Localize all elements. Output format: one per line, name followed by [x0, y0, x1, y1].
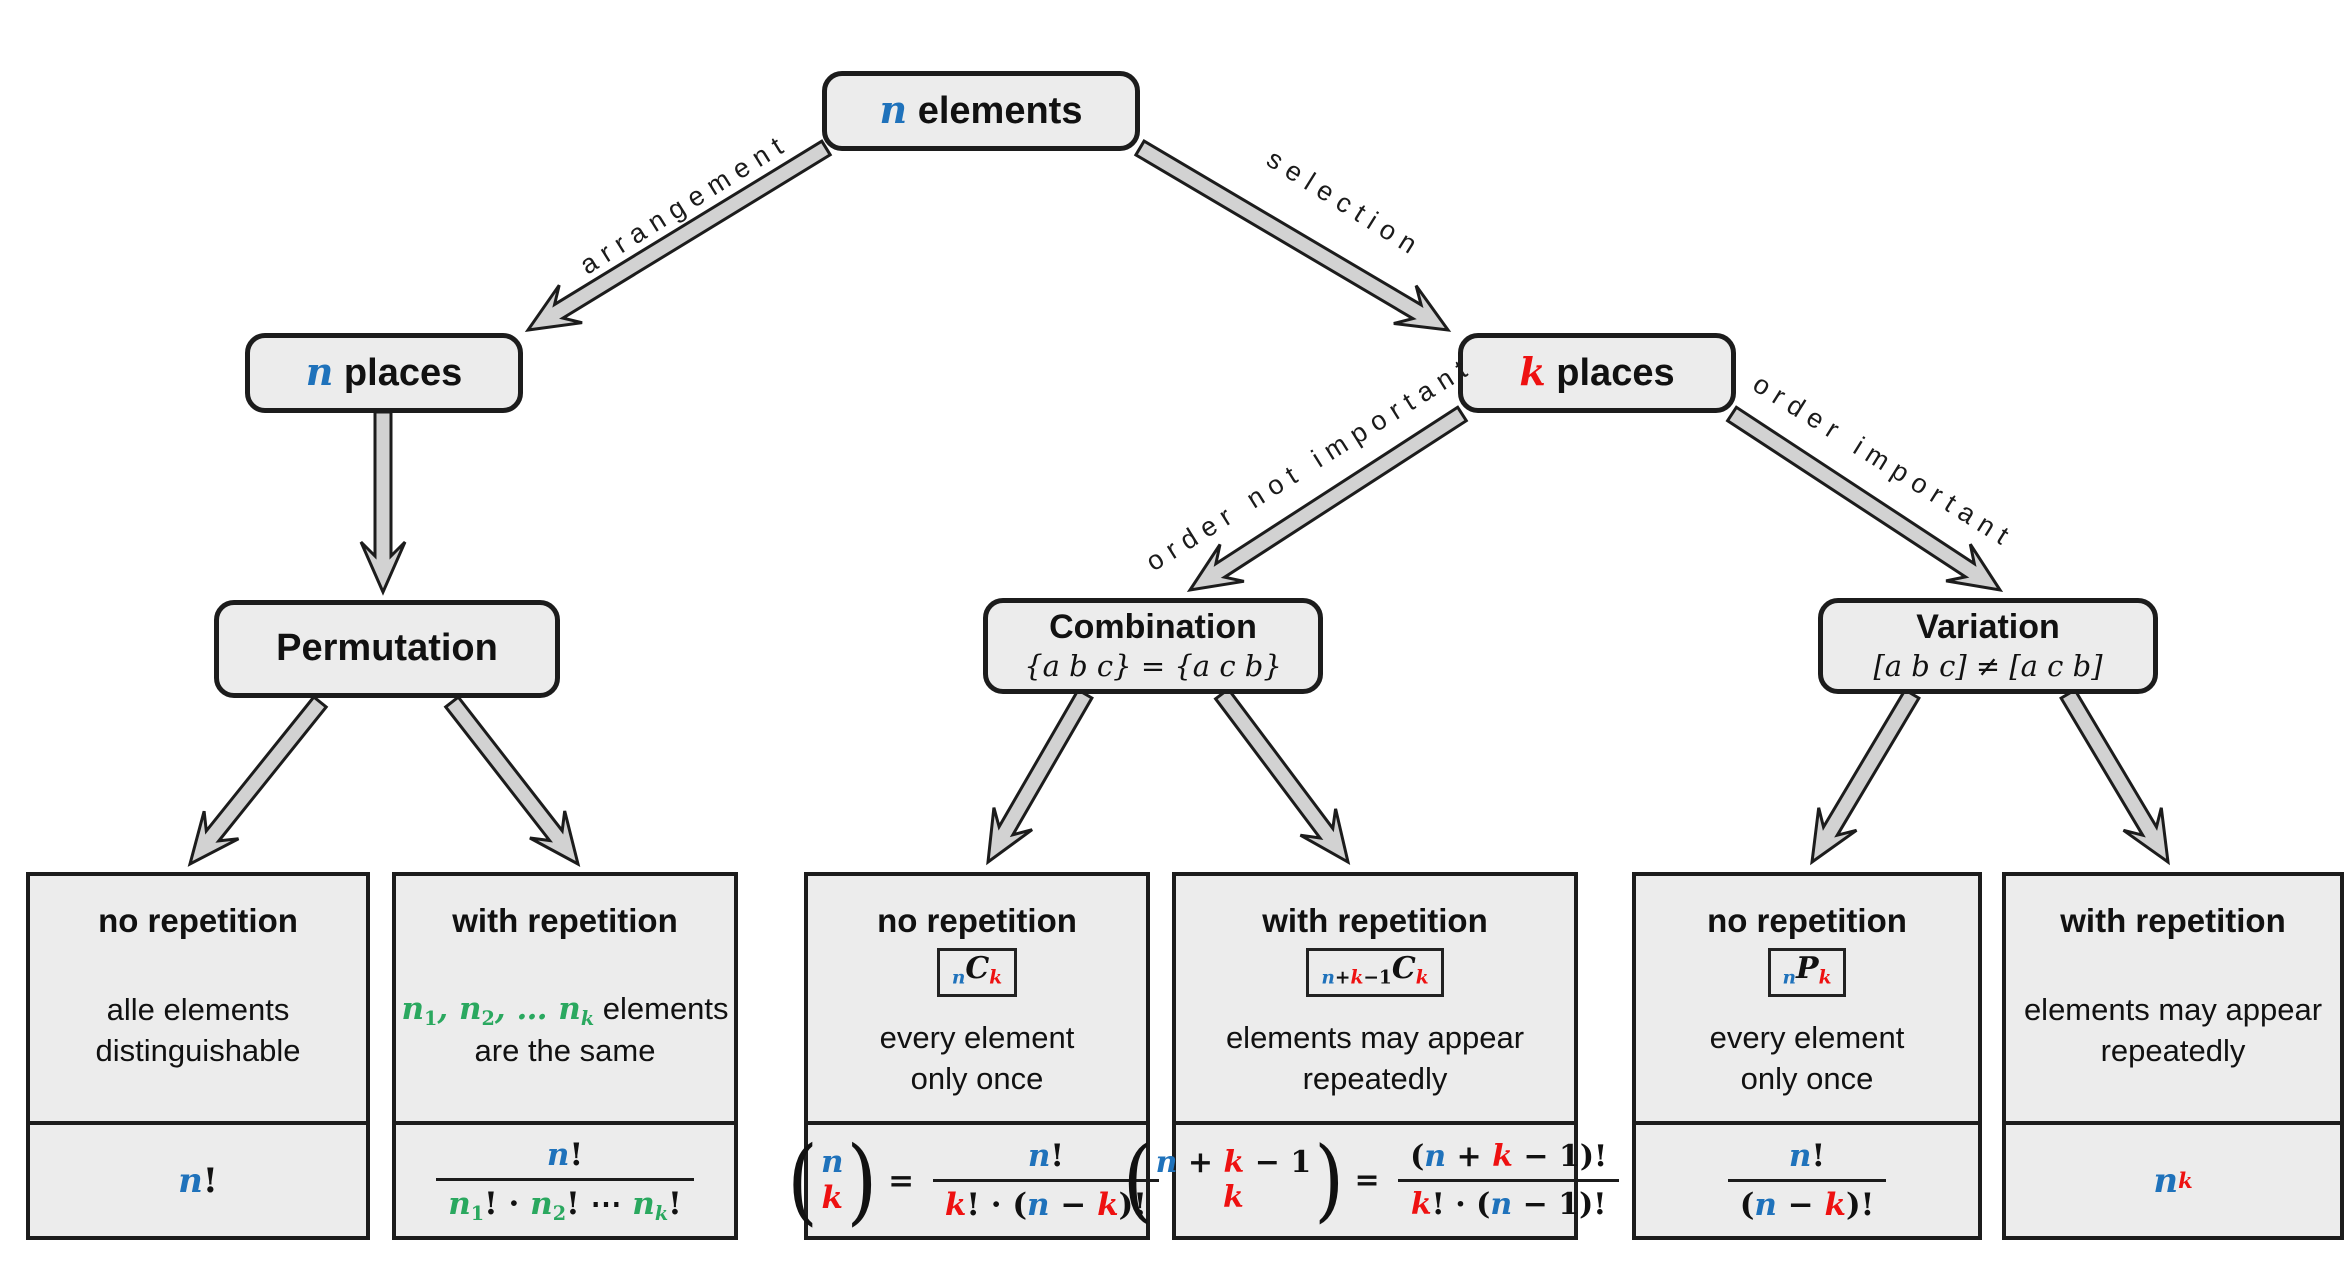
leaf-combination-no-repetition: no repetition nCk every element only onc…: [787, 872, 1159, 1240]
leaf-description: n1, n2, … nk elements are the same: [401, 940, 728, 1121]
tree-edge-arrow: [1186, 405, 1469, 593]
leaf-description-area: with repetition elements may appear repe…: [2006, 876, 2340, 1121]
desc-line: elements may appear: [2023, 991, 2323, 1027]
node-k-places-title: k places: [1519, 349, 1675, 395]
leaf-permutation-no-repetition: no repetition alle elements distinguisha…: [26, 872, 370, 1240]
leaf-description: elements may appear repeatedly: [2024, 940, 2322, 1121]
leaf-description-area: with repetition n+k−1Ck elements may app…: [1176, 876, 1574, 1121]
tree-edge-arrow: [1810, 687, 1921, 866]
node-variation-title: Variation: [1916, 608, 2060, 647]
leaf-formula: n!(n − k)!: [1636, 1121, 1978, 1236]
leaf-header: no repetition: [98, 902, 298, 939]
leaf-header: no repetition: [1707, 902, 1907, 939]
node-combination-title: Combination: [1049, 608, 1257, 647]
leaf-description: every element only once: [880, 997, 1075, 1121]
desc-line: alle elements: [106, 991, 290, 1027]
leaf-description-area: no repetition alle elements distinguisha…: [30, 876, 366, 1121]
node-n-places-title: n places: [305, 349, 463, 395]
nCk-symbol-badge: nCk: [936, 948, 1018, 997]
tree-edge-arrow: [524, 139, 833, 332]
tree-edge-arrow: [1725, 405, 2004, 593]
leaf-description-area: no repetition nCk every element only onc…: [808, 876, 1146, 1121]
tree-edge-arrow: [359, 410, 407, 596]
tree-edge-arrow: [1213, 687, 1351, 865]
leaf-header: with repetition: [452, 902, 678, 939]
leaf-description: elements may appear repeatedly: [1226, 997, 1524, 1121]
leaf-combination-with-repetition: with repetition n+k−1Ck elements may app…: [1123, 872, 1620, 1240]
tree-edge-arrow: [443, 694, 581, 867]
node-n-elements: n elements: [822, 71, 1140, 151]
leaf-formula: n!n1! · n2! ⋯ nk!: [396, 1121, 734, 1236]
leaf-header: with repetition: [1262, 902, 1488, 939]
node-combination: Combination {a b c} = {a c b}: [983, 598, 1323, 694]
leaf-variation-no-repetition: no repetition nPk every element only onc…: [1632, 872, 1982, 1240]
node-k-places: k places: [1458, 333, 1736, 413]
tree-edge-arrow: [2059, 687, 2170, 866]
leaf-permutation-with-repetition: with repetition n1, n2, … nk elements ar…: [392, 872, 738, 1240]
leaf-description: alle elements distinguishable: [95, 940, 300, 1121]
desc-line: elements may appear: [1225, 1020, 1525, 1056]
leaf-description-area: no repetition nPk every element only onc…: [1636, 876, 1978, 1121]
node-combination-example: {a b c} = {a c b}: [1024, 648, 1282, 683]
tree-edge-arrow: [187, 694, 329, 867]
node-permutation: Permutation: [214, 600, 560, 698]
tree-edge-arrow: [986, 687, 1094, 866]
desc-line: every element: [879, 1020, 1075, 1056]
leaf-header: no repetition: [877, 902, 1077, 939]
leaf-header: with repetition: [2060, 902, 2286, 939]
leaf-description: every element only once: [1710, 997, 1905, 1121]
desc-line: repeatedly: [2100, 1032, 2246, 1068]
desc-line: distinguishable: [95, 1032, 301, 1068]
desc-line: every element: [1709, 1020, 1905, 1056]
desc-line: repeatedly: [1302, 1060, 1448, 1096]
node-n-places: n places: [245, 333, 523, 413]
leaf-description-area: with repetition n1, n2, … nk elements ar…: [396, 876, 734, 1121]
desc-line: only once: [910, 1060, 1044, 1096]
desc-line: only once: [1740, 1060, 1874, 1096]
leaf-variation-with-repetition: with repetition elements may appear repe…: [2002, 872, 2344, 1240]
node-variation-example: [a b c] ≠ [a c b]: [1873, 648, 2103, 683]
node-variation: Variation [a b c] ≠ [a c b]: [1818, 598, 2158, 694]
tree-edge-arrow: [1133, 139, 1452, 332]
leaf-formula: n!: [30, 1121, 366, 1236]
n+k-1Ck-symbol-badge: n+k−1Ck: [1306, 948, 1444, 997]
node-permutation-title: Permutation: [276, 627, 498, 670]
node-n-elements-title: n elements: [879, 87, 1083, 133]
desc-line: n1, n2, … nk elements: [401, 990, 729, 1030]
desc-line: are the same: [474, 1033, 656, 1069]
nPk-symbol-badge: nPk: [1767, 948, 1847, 997]
